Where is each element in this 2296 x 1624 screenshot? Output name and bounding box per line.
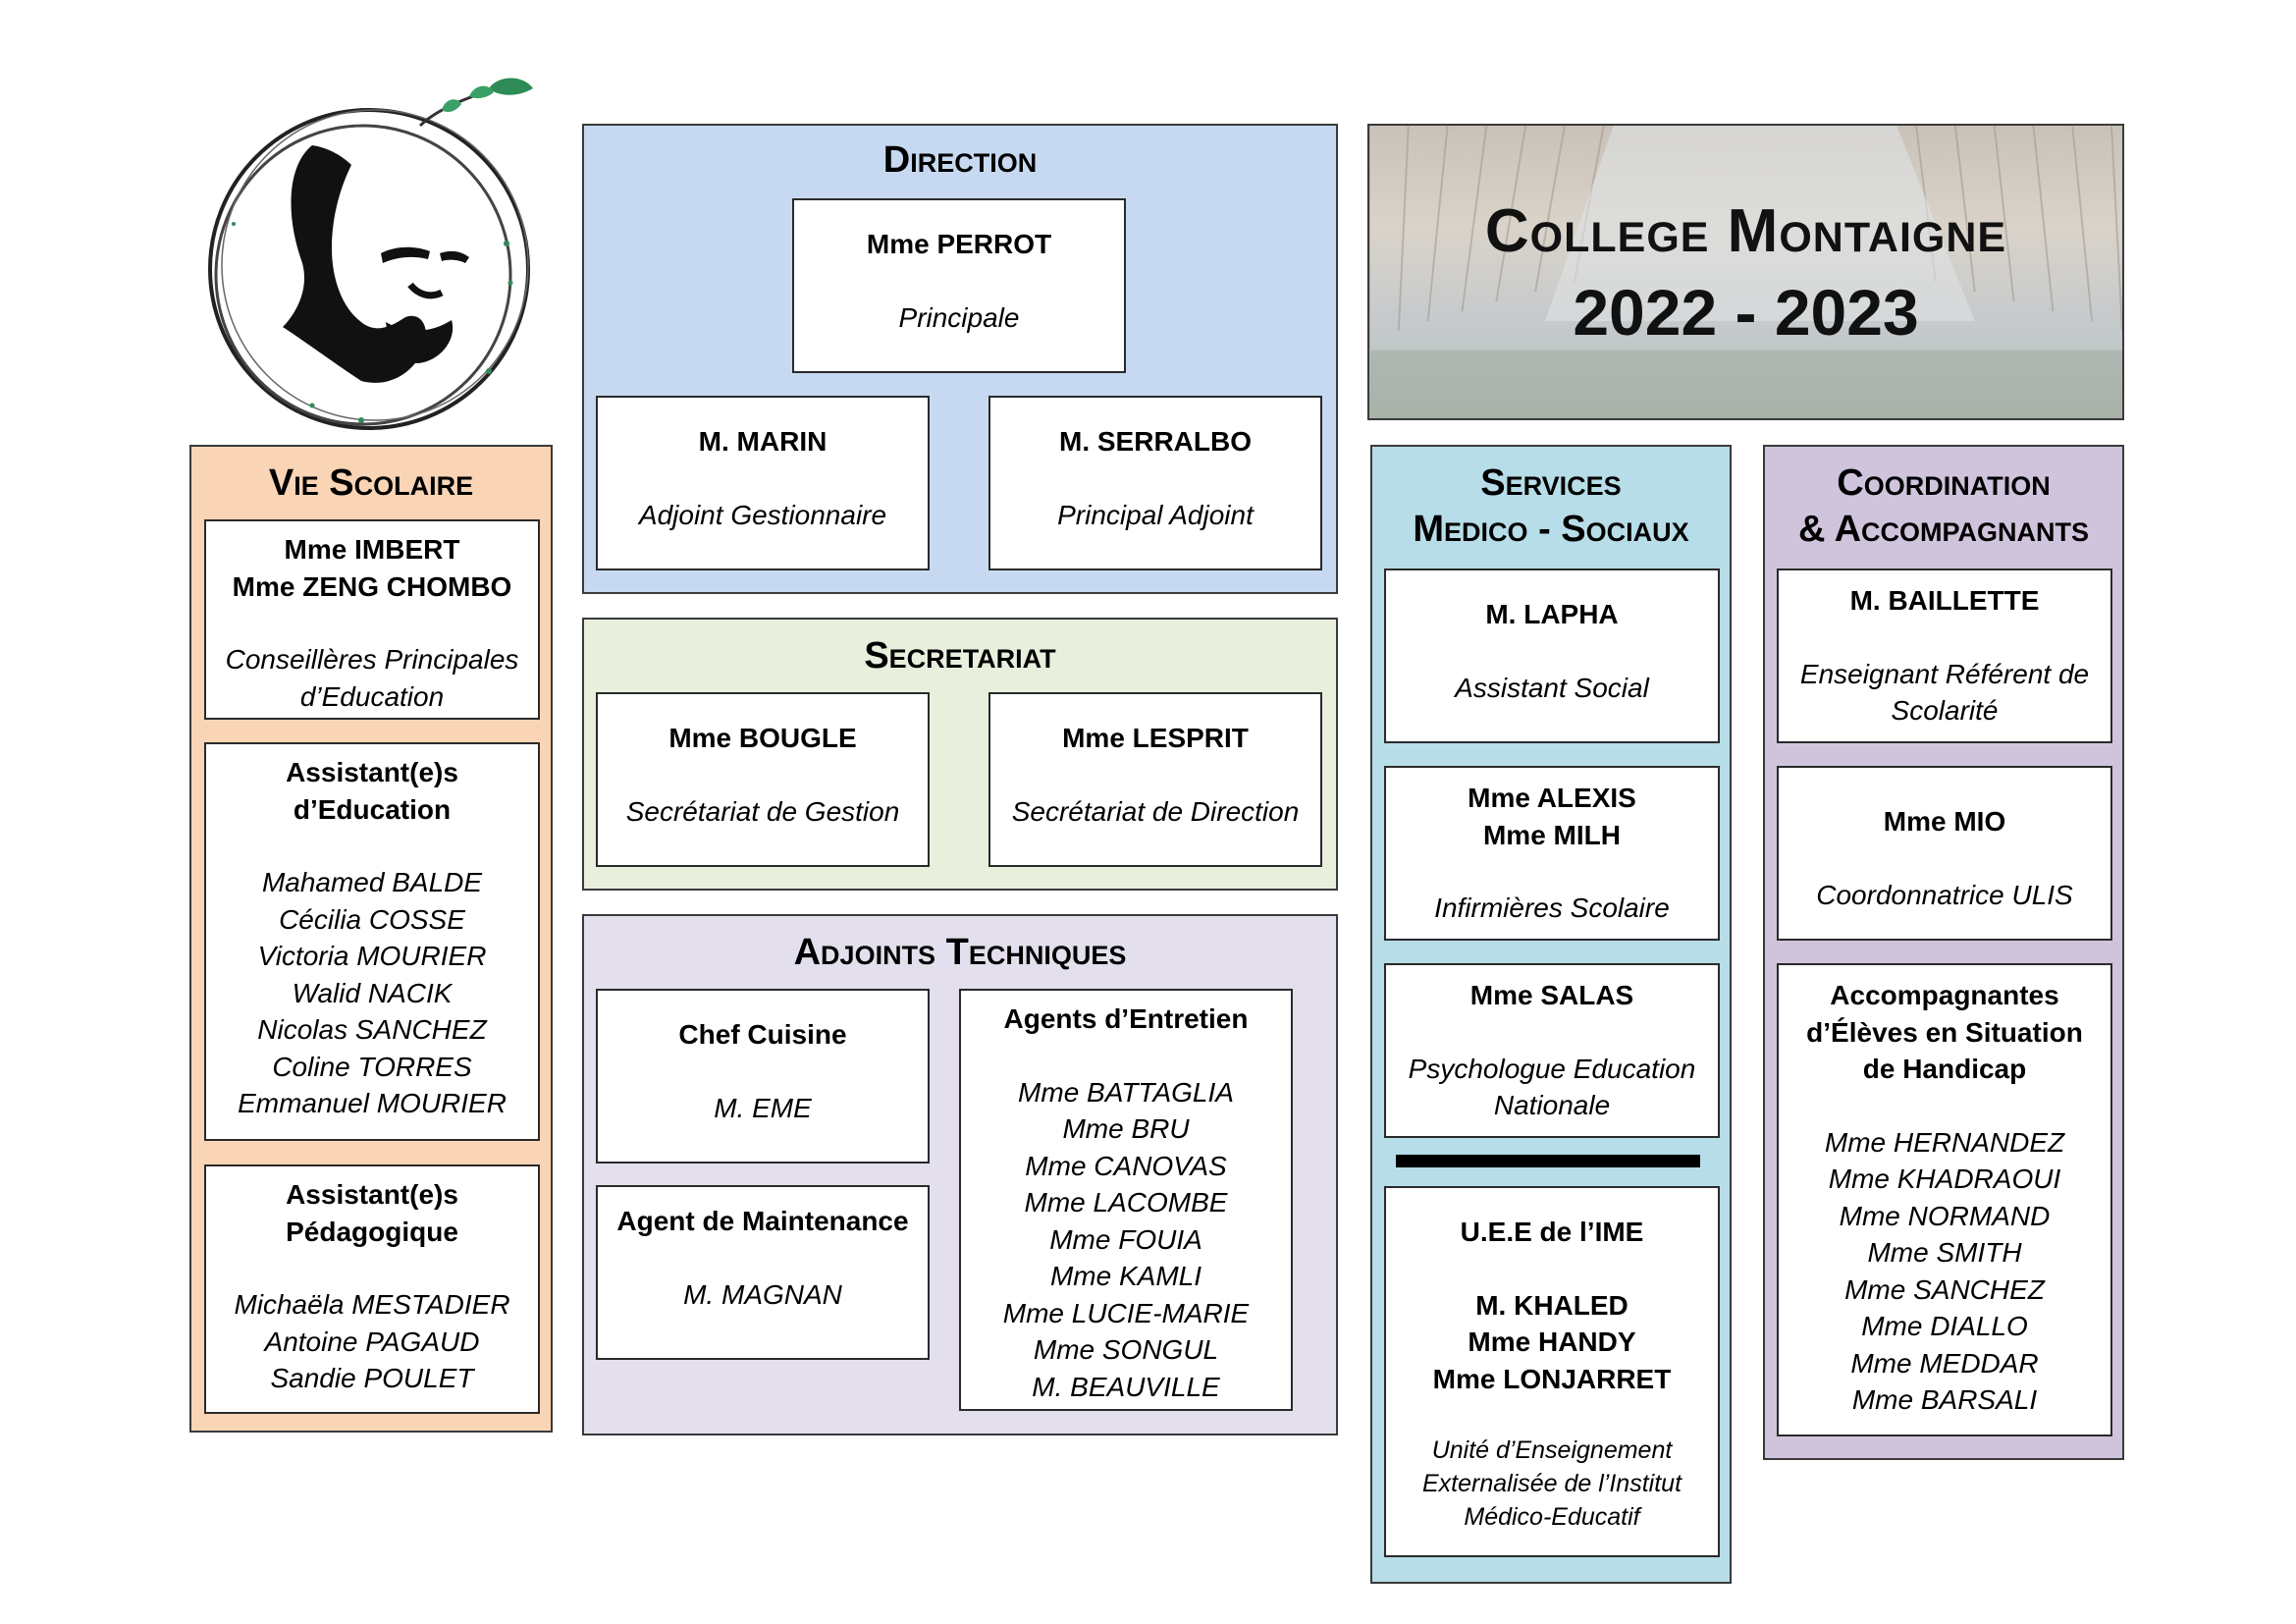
psychologue-box: Mme SALAS Psychologue Education National… bbox=[1384, 963, 1720, 1138]
referent-box: M. BAILLETTE Enseignant Référent de Scol… bbox=[1777, 568, 2112, 743]
cpe-box: Mme IMBERT Mme ZENG CHOMBO Conseillères … bbox=[204, 519, 540, 720]
gestionnaire-box: M. MARIN Adjoint Gestionnaire bbox=[596, 396, 930, 570]
medico-panel: Services Medico - Sociaux M. LAPHA Assis… bbox=[1370, 445, 1732, 1584]
adjoints-title: Adjoints Techniques bbox=[793, 932, 1127, 973]
direction-title: Direction bbox=[882, 139, 1038, 181]
ulis-box: Mme MIO Coordonnatrice ULIS bbox=[1777, 766, 2112, 941]
aesh-box: Accompagnantes d’Élèves en Situation de … bbox=[1777, 963, 2112, 1436]
building-background bbox=[1369, 126, 2122, 418]
infirmieres-box: Mme ALEXIS Mme MILH Infirmières Scolaire bbox=[1384, 766, 1720, 941]
secretariat-panel: Secretariat Mme BOUGLE Secrétariat de Ge… bbox=[582, 618, 1338, 891]
direction-panel: Direction Mme PERROT Principale M. MARIN… bbox=[582, 124, 1338, 594]
aed-box: Assistant(e)s d’Education Mahamed BALDE … bbox=[204, 742, 540, 1141]
school-name: College Montaigne bbox=[1484, 197, 2007, 265]
maintenance-box: Agent de Maintenance M. MAGNAN bbox=[596, 1185, 930, 1360]
medico-title: Services Medico - Sociaux bbox=[1413, 462, 1689, 550]
secretariat-direction-box: Mme LESPRIT Secrétariat de Direction bbox=[988, 692, 1322, 867]
header-banner: College Montaigne 2022 - 2023 bbox=[1367, 124, 2124, 420]
secretariat-gestion-box: Mme BOUGLE Secrétariat de Gestion bbox=[596, 692, 930, 867]
coordination-panel: Coordination & Accompagnants M. BAILLETT… bbox=[1763, 445, 2124, 1460]
principal-adjoint-box: M. SERRALBO Principal Adjoint bbox=[988, 396, 1322, 570]
adjoints-panel: Adjoints Techniques Chef Cuisine M. EME … bbox=[582, 914, 1338, 1435]
uee-box: U.E.E de l’IME M. KHALED Mme HANDY Mme L… bbox=[1384, 1186, 1720, 1557]
assistant-social-box: M. LAPHA Assistant Social bbox=[1384, 568, 1720, 743]
chef-cuisine-box: Chef Cuisine M. EME bbox=[596, 989, 930, 1164]
school-year: 2022 - 2023 bbox=[1573, 276, 1919, 349]
secretariat-title: Secretariat bbox=[864, 635, 1056, 677]
montaigne-portrait-logo bbox=[208, 78, 533, 430]
aped-box: Assistant(e)s Pédagogique Michaëla MESTA… bbox=[204, 1164, 540, 1414]
vie-scolaire-panel: Vie Scolaire Mme IMBERT Mme ZENG CHOMBO … bbox=[189, 445, 553, 1433]
principal-box: Mme PERROT Principale bbox=[792, 198, 1126, 373]
vie-scolaire-title: Vie Scolaire bbox=[268, 462, 474, 504]
coordination-title: Coordination & Accompagnants bbox=[1797, 462, 2090, 550]
entretien-box: Agents d’Entretien Mme BATTAGLIA Mme BRU… bbox=[959, 989, 1293, 1411]
section-divider bbox=[1396, 1155, 1700, 1167]
